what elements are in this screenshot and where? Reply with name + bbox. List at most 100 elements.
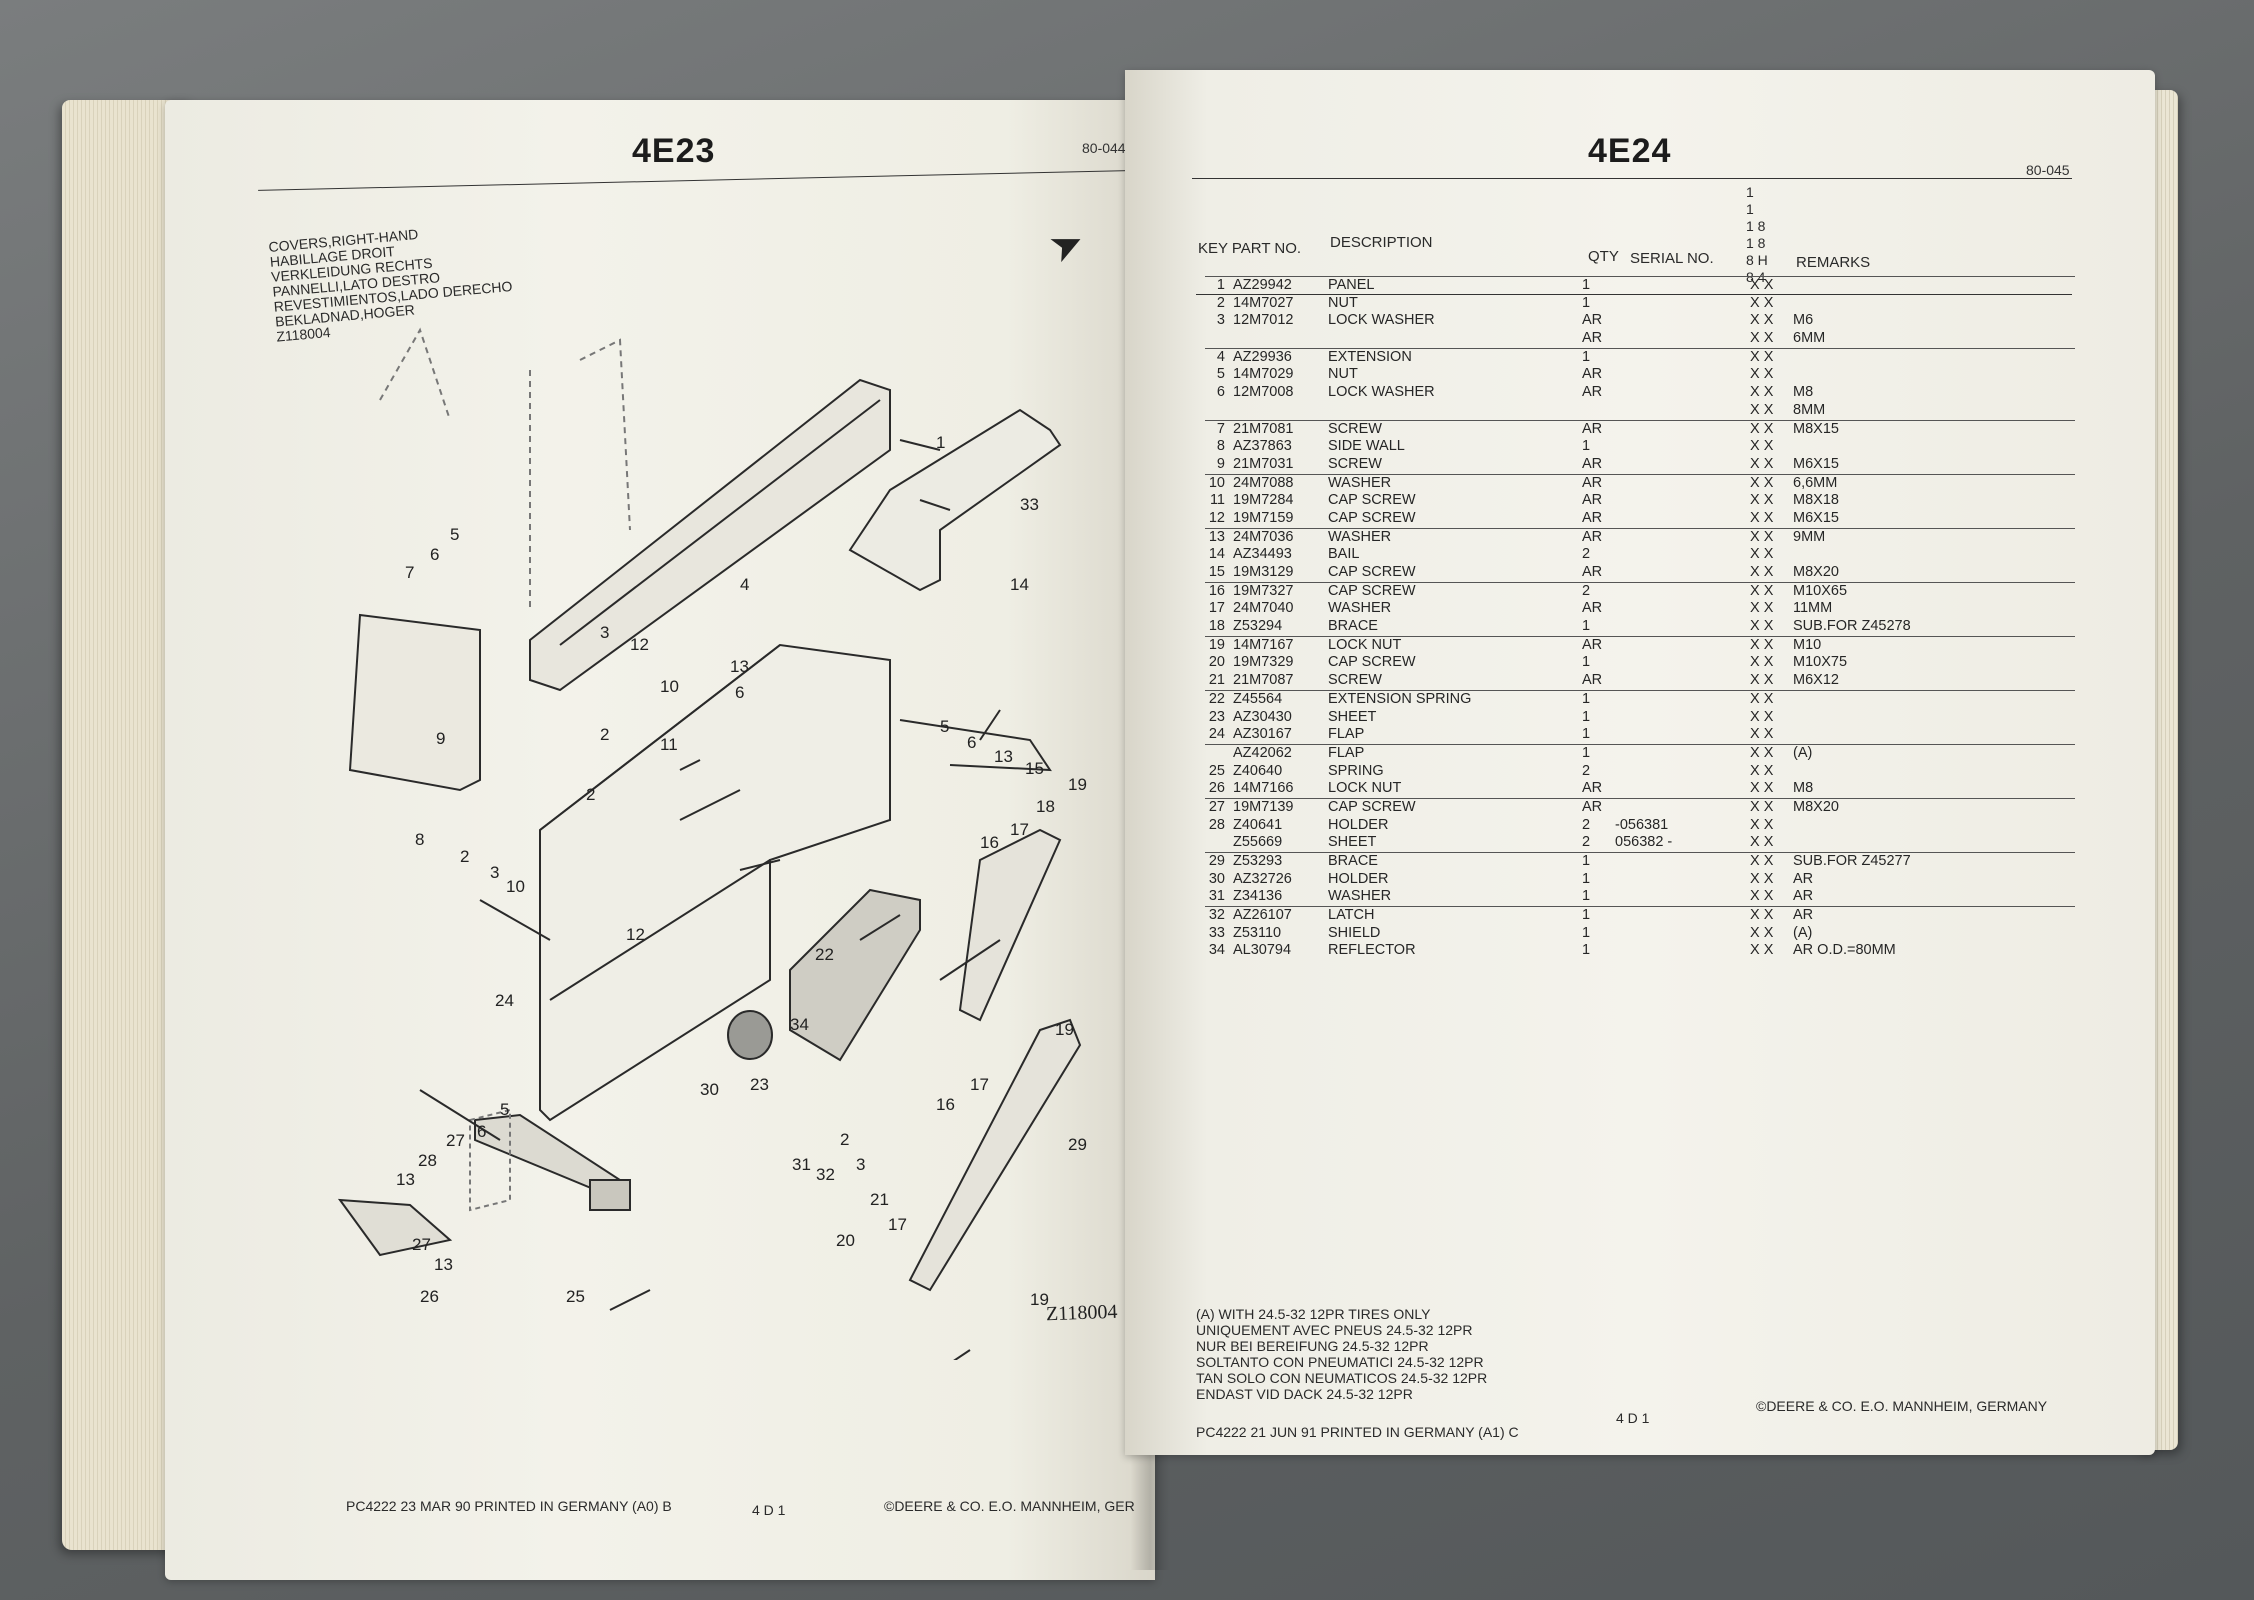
cell-part-no: AZ37863	[1233, 438, 1292, 455]
cell-model-columns: X X	[1750, 924, 1774, 941]
cell-part-no: 12M7008	[1233, 384, 1294, 401]
cell-qty: 1	[1582, 348, 1591, 365]
cell-model-columns: X X	[1750, 834, 1774, 851]
footnote: (A) WITH 24.5-32 12PR TIRES ONLY UNIQUEM…	[1196, 1306, 1487, 1402]
callout-label: 31	[792, 1155, 811, 1174]
cell-description: LOCK NUT	[1328, 780, 1402, 797]
cell-key: 5	[1216, 366, 1225, 383]
cell-description: EXTENSION SPRING	[1328, 690, 1472, 707]
right-page-title: 4E24	[1588, 132, 1672, 170]
callout-label: 13	[994, 747, 1013, 766]
cell-description: BRACE	[1328, 618, 1378, 635]
cell-description: BAIL	[1328, 546, 1360, 563]
cell-key: 24	[1208, 726, 1225, 743]
cell-part-no: AZ34493	[1233, 546, 1292, 563]
cell-part-no: Z55669	[1233, 834, 1283, 851]
callout-label: 3	[600, 623, 609, 642]
cell-qty: AR	[1582, 474, 1603, 491]
callout-label: 2	[460, 847, 469, 866]
cell-key: 28	[1208, 816, 1225, 833]
cell-model-columns: X X	[1750, 853, 1774, 869]
cell-description: NUT	[1328, 366, 1358, 383]
cell-key: 10	[1208, 474, 1225, 491]
cell-qty: 1	[1582, 744, 1591, 761]
callout-label: 22	[815, 945, 834, 964]
right-page	[1125, 70, 2155, 1455]
cell-qty: 2	[1582, 834, 1591, 851]
cell-part-no: 14M7027	[1233, 294, 1294, 311]
cell-model-columns: X X	[1750, 438, 1774, 455]
cell-qty: AR	[1582, 672, 1603, 689]
cell-model-columns: X X	[1750, 618, 1774, 635]
cell-qty: AR	[1582, 528, 1603, 545]
cell-description: SPRING	[1328, 762, 1384, 779]
cell-key: 13	[1208, 528, 1225, 545]
cell-model-columns: X X	[1750, 942, 1774, 959]
cell-key: 17	[1208, 600, 1225, 617]
footnote-line: SOLTANTO CON PNEUMATICI 24.5-32 12PR	[1196, 1354, 1484, 1370]
cell-description: EXTENSION	[1328, 348, 1412, 365]
cell-part-no: Z53293	[1233, 853, 1283, 869]
header-serial: SERIAL NO.	[1630, 250, 1714, 267]
cell-description: WASHER	[1328, 888, 1392, 905]
cell-description: HOLDER	[1328, 870, 1389, 887]
cell-description: SHIELD	[1328, 924, 1381, 941]
right-footer-left: PC4222 21 JUN 91 PRINTED IN GERMANY (A1)…	[1196, 1424, 1519, 1440]
cell-description: SCREW	[1328, 672, 1382, 689]
callout-label: 20	[836, 1231, 855, 1250]
cell-remarks: 6MM	[1793, 330, 1826, 347]
right-header-rule	[1192, 178, 2072, 179]
exploded-parts-diagram: 1 33 14 5 6 7 3 4 12 13 6 10 11 2 2 9 8 …	[337, 327, 1087, 1360]
cell-key: 3	[1216, 312, 1225, 329]
callout-label: 27	[446, 1131, 465, 1150]
cell-qty: 2	[1582, 582, 1591, 599]
callout-label: 13	[396, 1170, 415, 1189]
cell-remarks: M8	[1793, 384, 1814, 401]
callout-label: 14	[1010, 575, 1029, 594]
cell-key: 25	[1208, 762, 1225, 779]
cell-qty: 1	[1582, 888, 1591, 905]
cell-description: CAP SCREW	[1328, 582, 1416, 599]
cell-key: 2	[1216, 294, 1225, 311]
cell-key: 9	[1216, 455, 1225, 472]
cell-part-no: 24M7036	[1233, 528, 1294, 545]
left-footer-right: ©DEERE & CO. E.O. MANNHEIM, GER	[884, 1498, 1135, 1514]
callout-label: 2	[586, 785, 595, 804]
cell-key: 7	[1216, 420, 1225, 437]
callout-label: 34	[790, 1015, 809, 1034]
callout-label: 5	[450, 525, 459, 544]
cell-part-no: Z34136	[1233, 888, 1283, 905]
callout-label: 19	[1055, 1020, 1074, 1039]
cell-model-columns: X X	[1750, 654, 1774, 671]
cell-part-no: Z45564	[1233, 690, 1283, 707]
cell-model-columns: X X	[1750, 384, 1774, 401]
callout-label: 19	[1030, 1290, 1049, 1309]
cell-remarks: 8MM	[1793, 401, 1826, 418]
cell-description: CAP SCREW	[1328, 798, 1416, 815]
cell-model-columns: X X	[1750, 600, 1774, 617]
callout-label: 6	[735, 683, 744, 702]
cell-key: 34	[1208, 942, 1225, 959]
cell-key: 16	[1208, 582, 1225, 599]
cell-model-columns: X X	[1750, 780, 1774, 797]
cell-remarks: 11MM	[1793, 600, 1833, 617]
callout-label: 5	[940, 717, 949, 736]
callout-label: 16	[980, 833, 999, 852]
cell-model-columns: X X	[1750, 294, 1774, 311]
cell-qty: AR	[1582, 509, 1603, 526]
cell-part-no: AZ29942	[1233, 277, 1292, 293]
callout-label: 25	[566, 1287, 585, 1306]
left-page-title: 4E23	[632, 132, 716, 170]
